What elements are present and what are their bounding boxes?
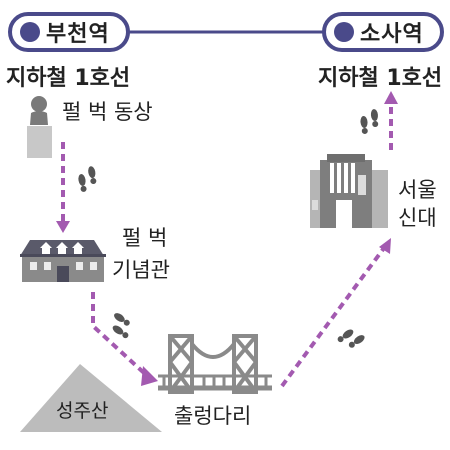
mountain-label: 성주산 bbox=[56, 400, 109, 422]
university-label-line1: 서울 bbox=[398, 178, 437, 202]
statue-icon bbox=[27, 96, 52, 158]
station-line-label: 지하철 1호선 bbox=[6, 66, 131, 91]
walking-route bbox=[61, 104, 393, 388]
memorial-house-icon bbox=[20, 240, 106, 282]
footprints-icon bbox=[78, 166, 97, 192]
bridge-label: 출렁다리 bbox=[174, 404, 252, 428]
station-sosa: 소사역 bbox=[322, 12, 444, 52]
statue-label: 펄 벅 동상 bbox=[62, 100, 153, 124]
memorial-label-line2: 기념관 bbox=[112, 258, 170, 282]
bridge-icon bbox=[158, 334, 272, 394]
station-name: 부천역 bbox=[46, 22, 110, 47]
university-building-icon bbox=[310, 154, 388, 228]
station-bucheon: 부천역 bbox=[8, 12, 130, 52]
station-name: 소사역 bbox=[360, 22, 424, 47]
footprints-icon bbox=[112, 313, 130, 339]
footprints-icon bbox=[360, 109, 379, 134]
arrow-up-icon bbox=[384, 91, 398, 104]
memorial-label-line1: 펄 벅 bbox=[122, 226, 168, 250]
arrow-right-icon bbox=[141, 366, 158, 386]
route-bridge-to-university bbox=[280, 246, 386, 388]
route-arrowheads bbox=[56, 91, 398, 386]
arrow-down-icon bbox=[56, 221, 70, 233]
university-label-line2: 신대 bbox=[398, 206, 437, 230]
station-line-label: 지하철 1호선 bbox=[318, 66, 443, 91]
arrow-up-right-icon bbox=[379, 238, 391, 254]
route-memorial-to-bridge bbox=[91, 292, 149, 378]
station-dot-icon bbox=[334, 22, 354, 42]
footprints-icon bbox=[337, 329, 365, 348]
mountain-icon bbox=[20, 364, 162, 432]
station-dot-icon bbox=[20, 22, 40, 42]
